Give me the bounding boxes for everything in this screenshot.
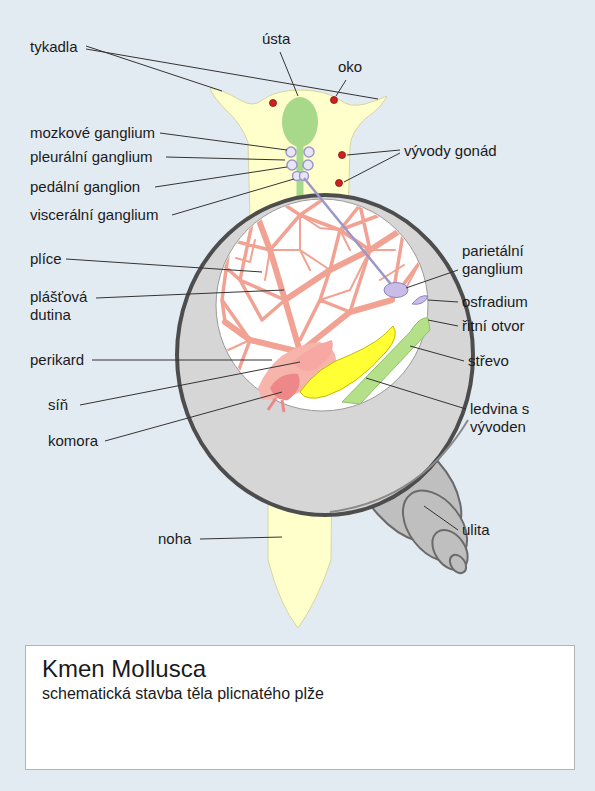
part-label: tykadla [30,38,78,56]
leader-lines [336,80,346,96]
leader-lines [280,52,298,96]
part-label: řitní otvor [462,317,525,335]
shell-suture [330,420,468,512]
title-text: Kmen Mollusca [42,654,558,684]
leader-lines [406,270,458,288]
part-label: ulita [462,521,490,539]
leader-lines [428,320,458,326]
nerve-ring [304,147,314,157]
leader-lines [344,153,400,182]
part-label: pedální ganglion [30,178,140,196]
part-label: pleurální ganglium [30,148,153,166]
part-label: vývody gonád [404,142,497,160]
ventricle [270,374,300,400]
aorta [268,398,284,412]
leader-lines [424,506,458,530]
part-label: síň [48,396,68,414]
title-box: Kmen Molluscaschematická stavba těla pli… [25,645,575,770]
red-dots [270,97,346,187]
leader-lines [366,378,466,409]
visceral-nerve [304,178,394,288]
part-label: střevo [468,352,509,370]
leader-lines [155,167,287,187]
part-label: komora [48,432,98,450]
part-label: ledvina s vývoden [470,400,550,436]
intestine [342,318,430,404]
leader-lines [428,300,458,302]
mantle-cavity [216,199,428,411]
nerve-ring [287,160,297,170]
part-label: plíce [30,250,62,268]
red-dots [331,97,338,104]
leader-lines [92,360,272,361]
mouth [282,97,318,147]
red-dots [270,100,277,107]
leader-lines [347,150,400,155]
shell-spire [447,552,470,576]
part-label: oko [338,58,362,76]
part-label: viscerální ganglium [30,206,158,224]
leader-lines [96,290,284,298]
leader-lines [66,259,262,272]
leader-lines [80,362,300,405]
osphradium [412,296,428,305]
parietal-ganglion [384,283,408,298]
part-label: noha [158,530,191,548]
part-label: osfradium [462,293,528,311]
leader-lines [86,49,378,99]
part-label: ústa [262,30,290,48]
part-label: perikard [30,351,84,369]
leader-lines [160,133,287,150]
red-dots [339,152,346,159]
leader-lines [105,392,282,441]
caption-text: schematická stavba těla plicnatého plže [42,684,558,704]
leader-lines [410,346,464,361]
red-dots [336,180,343,187]
leader-lines [200,537,282,539]
nerve-ring [286,147,296,157]
shell [177,195,473,515]
part-label: plášťová dutina [30,288,110,324]
part-label: parietální ganglium [462,242,562,278]
nerve-ring [286,147,314,181]
nerve-ring [303,160,313,170]
leader-lines [66,46,466,539]
part-label: mozkové ganglium [30,124,155,142]
leader-lines [166,157,285,160]
leader-lines [172,179,294,215]
